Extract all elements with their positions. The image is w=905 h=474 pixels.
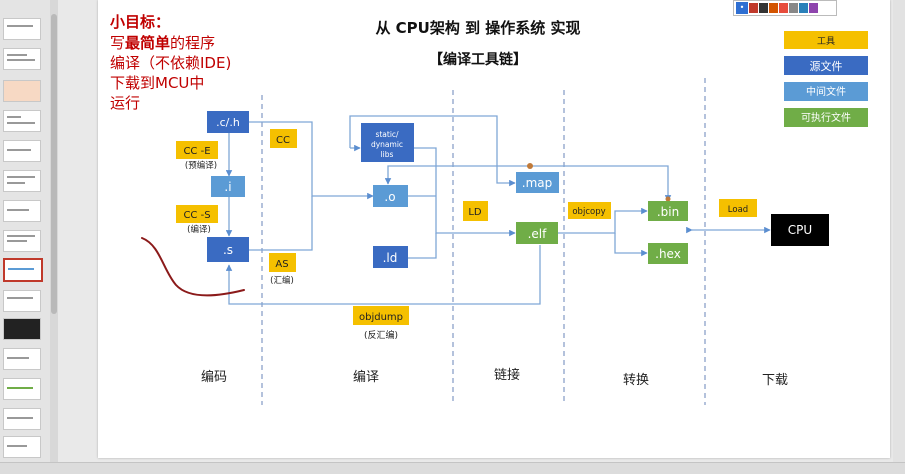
red-pen-icon[interactable] xyxy=(749,3,758,13)
file-i xyxy=(211,176,245,197)
tool-objdump xyxy=(353,306,409,325)
slide-thumbnail[interactable] xyxy=(3,318,41,340)
legend-executable-label: 可执行文件 xyxy=(801,111,851,124)
legend-intermediate-label: 中间文件 xyxy=(806,85,846,98)
pen-annotation-stroke xyxy=(141,237,245,297)
goal-heading: 小目标： xyxy=(110,13,170,31)
pen-tool-icon[interactable]: • xyxy=(736,2,748,14)
tool-ld-label: LD xyxy=(468,207,482,218)
slide-thumbnail[interactable] xyxy=(3,170,41,192)
slide-thumbnail[interactable] xyxy=(3,436,41,458)
file-s xyxy=(207,237,249,262)
file-s-label: .s xyxy=(223,243,233,257)
legend-executable-swatch xyxy=(784,108,868,127)
slide-thumbnail[interactable] xyxy=(3,110,41,132)
connectors xyxy=(225,115,771,305)
slide-thumbnail[interactable] xyxy=(3,378,41,400)
stage-compile: 编译 xyxy=(353,370,379,385)
goal-line-1: 写最简单的程序 xyxy=(110,34,215,52)
slide-thumbnail-panel xyxy=(0,0,51,473)
goal-line-2: 编译（不依赖IDE) xyxy=(110,54,231,72)
tool-objcopy-label: objcopy xyxy=(572,207,605,217)
file-bin xyxy=(648,201,688,221)
file-map xyxy=(516,172,559,193)
file-elf xyxy=(516,222,558,244)
tool-as-label: AS xyxy=(275,259,288,270)
legend-intermediate-swatch xyxy=(784,82,868,101)
slide-thumbnail[interactable] xyxy=(3,48,41,70)
legend-tool-label: 工具 xyxy=(817,36,835,47)
tool-cc-e-note: (预编译) xyxy=(185,160,217,171)
tool-as xyxy=(269,253,296,272)
cpu-label: CPU xyxy=(788,223,812,237)
tool-cc-s-label: CC -S xyxy=(183,210,210,221)
black-pen-icon[interactable] xyxy=(759,3,768,13)
purple-pen-icon[interactable] xyxy=(809,3,818,13)
legend-tool-swatch xyxy=(784,31,868,49)
blue-pen-icon[interactable] xyxy=(799,3,808,13)
junction-dot xyxy=(665,196,671,202)
tool-cc-s xyxy=(176,205,218,223)
tool-objdump-label: objdump xyxy=(359,312,403,323)
slide-title: 从 CPU架构 到 操作系统 实现 xyxy=(375,19,580,37)
file-i-label: .i xyxy=(224,180,231,194)
vertical-scrollbar[interactable] xyxy=(893,0,905,462)
file-c-h-label: .c/.h xyxy=(216,116,240,129)
legend-source-swatch xyxy=(784,56,868,75)
status-bar xyxy=(0,462,905,474)
file-elf-label: .elf xyxy=(528,227,548,241)
slide-thumbnail[interactable] xyxy=(3,348,41,370)
stage-download: 下载 xyxy=(762,373,788,388)
tool-objcopy xyxy=(568,202,611,219)
slide-thumbnail[interactable] xyxy=(3,140,41,162)
orange-pen-icon[interactable] xyxy=(769,3,778,13)
tool-load xyxy=(719,199,757,217)
tool-as-note: (汇编) xyxy=(270,275,294,286)
file-bin-label: .bin xyxy=(657,205,679,219)
tool-cc-label: CC xyxy=(276,135,290,146)
tool-objdump-note: (反汇编) xyxy=(364,329,398,341)
slide-thumbnail[interactable] xyxy=(3,290,41,312)
tool-cc xyxy=(270,129,297,148)
file-c-h xyxy=(207,111,249,133)
tool-cc-e-label: CC -E xyxy=(183,146,210,157)
slide-thumbnail[interactable] xyxy=(3,408,41,430)
stage-coding: 编码 xyxy=(201,370,227,385)
cpu-box xyxy=(771,214,829,246)
stage-convert: 转换 xyxy=(623,373,649,388)
thumbnail-scrollbar-thumb[interactable] xyxy=(51,14,57,314)
file-hex-label: .hex xyxy=(655,247,681,261)
file-o-label: .o xyxy=(384,190,395,204)
goal-line-4: 运行 xyxy=(110,94,140,112)
file-hex xyxy=(648,243,688,264)
file-o xyxy=(373,185,408,207)
tool-cc-e xyxy=(176,141,218,159)
eraser-icon[interactable] xyxy=(789,3,798,13)
diagram: 从 CPU架构 到 操作系统 实现 【编译工具链】 小目标： 写最简单的程序 编… xyxy=(110,13,868,405)
ink-toolbar: • xyxy=(733,0,837,16)
file-map-label: .map xyxy=(522,176,552,190)
file-ld xyxy=(373,246,408,268)
tool-cc-s-note: (编译) xyxy=(187,224,211,235)
junction-dot xyxy=(527,163,533,169)
slide-thumbnail[interactable] xyxy=(3,230,41,252)
slide-thumbnail[interactable] xyxy=(3,200,41,222)
tool-ld xyxy=(463,201,488,221)
file-ld-label: .ld xyxy=(383,251,398,265)
stage-link: 链接 xyxy=(494,367,520,383)
file-libs xyxy=(361,123,414,162)
slide-thumbnail[interactable] xyxy=(3,80,41,102)
tool-load-label: Load xyxy=(728,205,748,215)
slide-subtitle: 【编译工具链】 xyxy=(429,51,527,68)
legend-source-label: 源文件 xyxy=(810,59,843,73)
goal-line-3: 下载到MCU中 xyxy=(110,74,204,92)
slide-canvas: 从 CPU架构 到 操作系统 实现 【编译工具链】 小目标： 写最简单的程序 编… xyxy=(98,0,890,458)
highlighter-icon[interactable] xyxy=(779,3,788,13)
slide-thumbnail[interactable] xyxy=(3,18,41,40)
slide-thumbnail-current[interactable] xyxy=(3,258,43,282)
